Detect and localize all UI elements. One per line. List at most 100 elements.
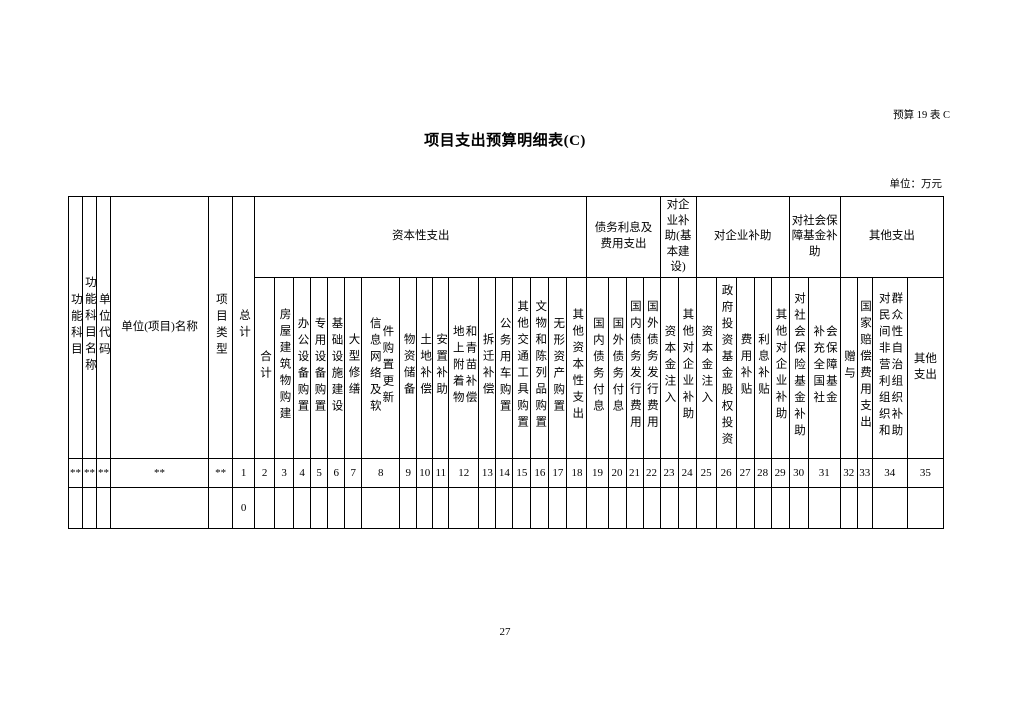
cell: 28 — [753, 457, 772, 488]
cell: 5 — [310, 457, 329, 488]
sub-column-header: 房屋建筑物购建 — [274, 276, 295, 459]
header-label: 专用设备购置 — [313, 316, 326, 416]
sub-column-header: 地上附着物和青苗补偿 — [448, 276, 480, 459]
cell: 16 — [530, 457, 550, 488]
sub-column-header: 国外债务付息 — [607, 276, 627, 459]
cell — [677, 486, 697, 529]
group-header: 对企业补助 — [695, 196, 790, 278]
header-label: 功能科目 — [69, 292, 82, 359]
page-title: 项目支出预算明细表(C) — [424, 133, 586, 149]
left-column-header: 总计 — [232, 196, 256, 459]
cell: 8 — [361, 457, 401, 488]
sub-column-header: 物资储备 — [399, 276, 418, 459]
cell — [753, 486, 772, 529]
header-label: 国家赔偿费用支出 — [859, 300, 872, 433]
cell: 6 — [327, 457, 346, 488]
group-header: 对社会保障基金补助 — [788, 196, 841, 278]
unit-note: 单位：万元 — [889, 179, 943, 190]
cell: 27 — [735, 457, 755, 488]
cell: 23 — [659, 457, 679, 488]
sub-column-header: 土地补偿 — [416, 276, 434, 459]
header-label: 总计 — [237, 309, 250, 343]
left-column-header: 单位代码 — [96, 196, 111, 459]
cell: 7 — [344, 457, 363, 488]
cell — [254, 486, 276, 529]
cell — [274, 486, 295, 529]
header-label: 功能科目名称 — [83, 276, 96, 376]
sub-column-header: 赠与 — [839, 276, 858, 459]
cell: 17 — [548, 457, 568, 488]
sub-column-header: 安置补助 — [432, 276, 450, 459]
cell: 26 — [715, 457, 737, 488]
cell: 32 — [839, 457, 858, 488]
cell — [96, 486, 111, 529]
cell — [625, 486, 644, 529]
cell — [906, 486, 945, 529]
header-label: 单位代码 — [97, 292, 110, 359]
header-label: 政府投资基金股权投资 — [720, 283, 733, 449]
cell — [512, 486, 532, 529]
header-label: 利息补贴 — [756, 333, 769, 400]
table-wrap: 功能科目功能科目名称单位代码单位(项目)名称项目类型总计资本性支出债务利息及费用… — [68, 196, 945, 529]
left-column-header: 功能科目 — [68, 196, 83, 459]
header-label: 项目类型 — [214, 292, 227, 359]
cell — [399, 486, 418, 529]
cell — [310, 486, 329, 529]
header-label: 对社会保险基金补助 — [793, 291, 805, 441]
header-label: 赠与 — [843, 349, 856, 383]
header-label: 无形资产购置 — [552, 316, 565, 416]
sub-column-header: 其他资本性支出 — [566, 276, 588, 459]
header-label: 国外债务付息 — [611, 316, 624, 416]
cell — [432, 486, 450, 529]
cell: 10 — [416, 457, 434, 488]
cell: 20 — [607, 457, 627, 488]
sub-column-header: 其他支出 — [906, 276, 945, 459]
sub-column-header: 无形资产购置 — [548, 276, 568, 459]
group-header: 资本性支出 — [254, 196, 588, 278]
cell — [416, 486, 434, 529]
cell: 15 — [512, 457, 532, 488]
sub-column-header: 其他对企业补助 — [677, 276, 697, 459]
sub-column-header: 大型修缮 — [344, 276, 363, 459]
cell: 35 — [906, 457, 945, 488]
sub-column-header: 基础设施建设 — [327, 276, 346, 459]
header-label: 信息网络及软件购置更新 — [368, 316, 394, 416]
cell — [607, 486, 627, 529]
cell: 4 — [293, 457, 312, 488]
header-label: 办公设备购置 — [296, 316, 309, 416]
sub-column-header: 利息补贴 — [753, 276, 772, 459]
cell: 25 — [695, 457, 717, 488]
header-label: 公务用车购置 — [498, 316, 511, 416]
cell — [566, 486, 588, 529]
cell: 33 — [856, 457, 873, 488]
cell — [208, 486, 234, 529]
cell: 12 — [448, 457, 480, 488]
cell: 13 — [478, 457, 497, 488]
header-label: 国内债务发行费用 — [628, 300, 641, 433]
cell: 21 — [625, 457, 644, 488]
cell — [586, 486, 609, 529]
cell: ** — [109, 457, 210, 488]
cell: ** — [68, 457, 83, 488]
header-label: 安置补助 — [435, 333, 448, 400]
sub-column-header: 合计 — [254, 276, 276, 459]
sub-column-header: 资本金注入 — [695, 276, 717, 459]
sub-column-header: 政府投资基金股权投资 — [715, 276, 737, 459]
cell: 0 — [232, 486, 256, 529]
sub-column-header: 文物和陈列品购置 — [530, 276, 550, 459]
cell — [695, 486, 717, 529]
header-label: 国内债务付息 — [591, 316, 604, 416]
sub-column-header: 信息网络及软件购置更新 — [361, 276, 401, 459]
header-label: 资本金注入 — [700, 324, 713, 408]
cell: 31 — [807, 457, 841, 488]
header-label: 物资储备 — [402, 333, 415, 400]
left-column-header: 单位(项目)名称 — [109, 196, 210, 459]
cell — [659, 486, 679, 529]
sub-column-header: 国内债务发行费用 — [625, 276, 644, 459]
cell — [344, 486, 363, 529]
cell — [548, 486, 568, 529]
cell — [68, 486, 83, 529]
cell — [361, 486, 401, 529]
header-row-groups: 功能科目功能科目名称单位代码单位(项目)名称项目类型总计资本性支出债务利息及费用… — [68, 196, 945, 459]
